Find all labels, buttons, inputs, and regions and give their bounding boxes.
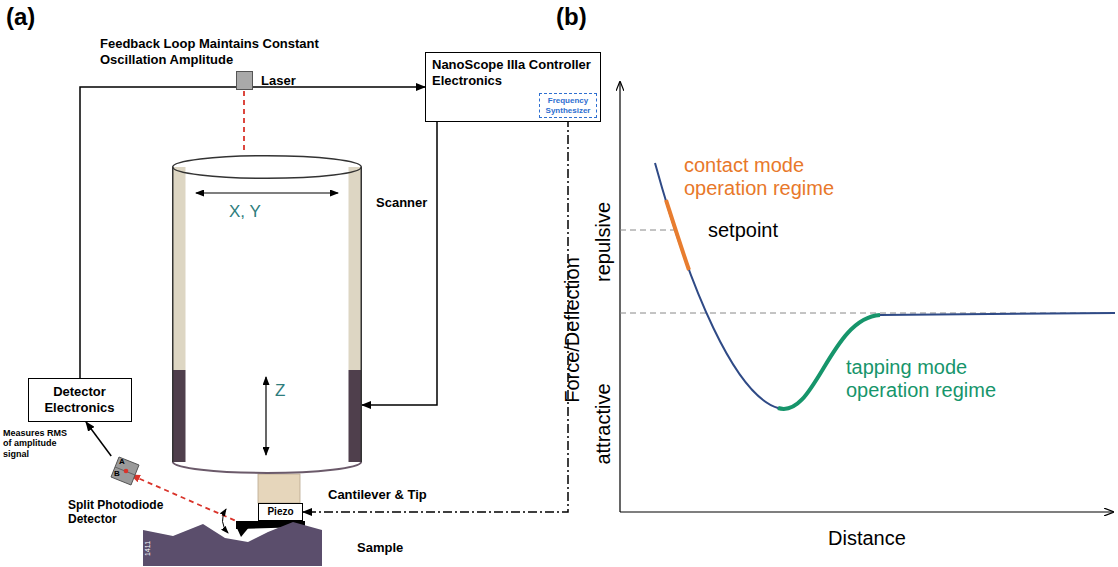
scanner-bottom <box>173 462 362 473</box>
oscillation-arrow <box>222 509 228 533</box>
node-label: Laser <box>261 73 296 89</box>
x-axis <box>620 511 1113 512</box>
contact-regime <box>666 200 689 270</box>
node-label: Detector Electronics <box>29 384 130 417</box>
sample-surface <box>143 522 322 566</box>
scanner-drawing <box>172 155 362 475</box>
node-label: Sample <box>357 540 403 556</box>
scanner-side <box>361 167 363 462</box>
annotation: contact mode operation regime <box>684 154 859 200</box>
drive-signal-line <box>303 118 568 512</box>
node-label: Scanner <box>376 195 427 211</box>
annotation: tapping mode operation regime <box>846 356 1021 402</box>
sample-drawing <box>143 518 323 566</box>
cantilever-holder <box>258 474 300 503</box>
scanner-strip <box>173 167 186 370</box>
setpoint-line <box>620 230 676 231</box>
node-label: NanoScope IIIa Controller Electronics <box>432 57 592 90</box>
laser-beam <box>243 91 245 154</box>
node-label: Z <box>273 381 287 401</box>
photodiode-body <box>111 457 139 485</box>
tip <box>236 526 250 537</box>
panel-label: (a) <box>6 3 35 32</box>
laser-spot <box>124 469 129 474</box>
detector-electronics-box: Detector Electronics <box>28 378 132 422</box>
scanner-strip <box>349 167 362 370</box>
scanner-top <box>173 156 362 179</box>
annotation: setpoint <box>708 218 778 242</box>
annotation: Distance <box>828 526 906 550</box>
panel-label: (b) <box>556 3 587 32</box>
xy-arrow <box>196 192 338 193</box>
node-label: 1411 <box>144 541 151 556</box>
node-label: X, Y <box>227 202 263 222</box>
node-label: Piezo <box>259 506 302 518</box>
force-curve <box>655 163 1115 409</box>
node-label: A <box>119 458 125 466</box>
node-label: Frequency Synthesizer <box>540 96 596 115</box>
signal-line <box>362 122 437 405</box>
edge-label: Feedback Loop Maintains Constant Oscilla… <box>100 36 350 67</box>
annotation: attractive <box>591 383 615 464</box>
signal-line <box>80 87 425 378</box>
split-photodiode: Split Photodiode DetectorAB <box>110 456 140 486</box>
frequency-synthesizer-box: Frequency Synthesizer <box>539 93 597 118</box>
node-label: Split Photodiode Detector <box>68 498 164 527</box>
edge-label: Measures RMS of amplitude signal <box>3 428 69 459</box>
signal-line <box>86 422 111 456</box>
piezo-box: Piezo <box>258 503 303 521</box>
controller-box: NanoScope IIIa Controller ElectronicsFre… <box>425 52 601 122</box>
sample: Sample1411 <box>143 518 323 566</box>
annotation: Cantilever & Tip <box>328 487 427 503</box>
laser-box: Laser <box>236 71 253 90</box>
scanner-strip <box>173 370 186 462</box>
z-arrow <box>265 377 266 455</box>
scanner-side <box>172 167 174 462</box>
annotation: repulsive <box>591 202 615 282</box>
node-label: B <box>114 470 120 478</box>
scanner-cylinder: ScannerX, YZ <box>172 155 362 475</box>
scanner-strip <box>349 370 362 462</box>
y-axis <box>619 82 620 512</box>
annotation: Force/Deflection <box>560 257 584 403</box>
